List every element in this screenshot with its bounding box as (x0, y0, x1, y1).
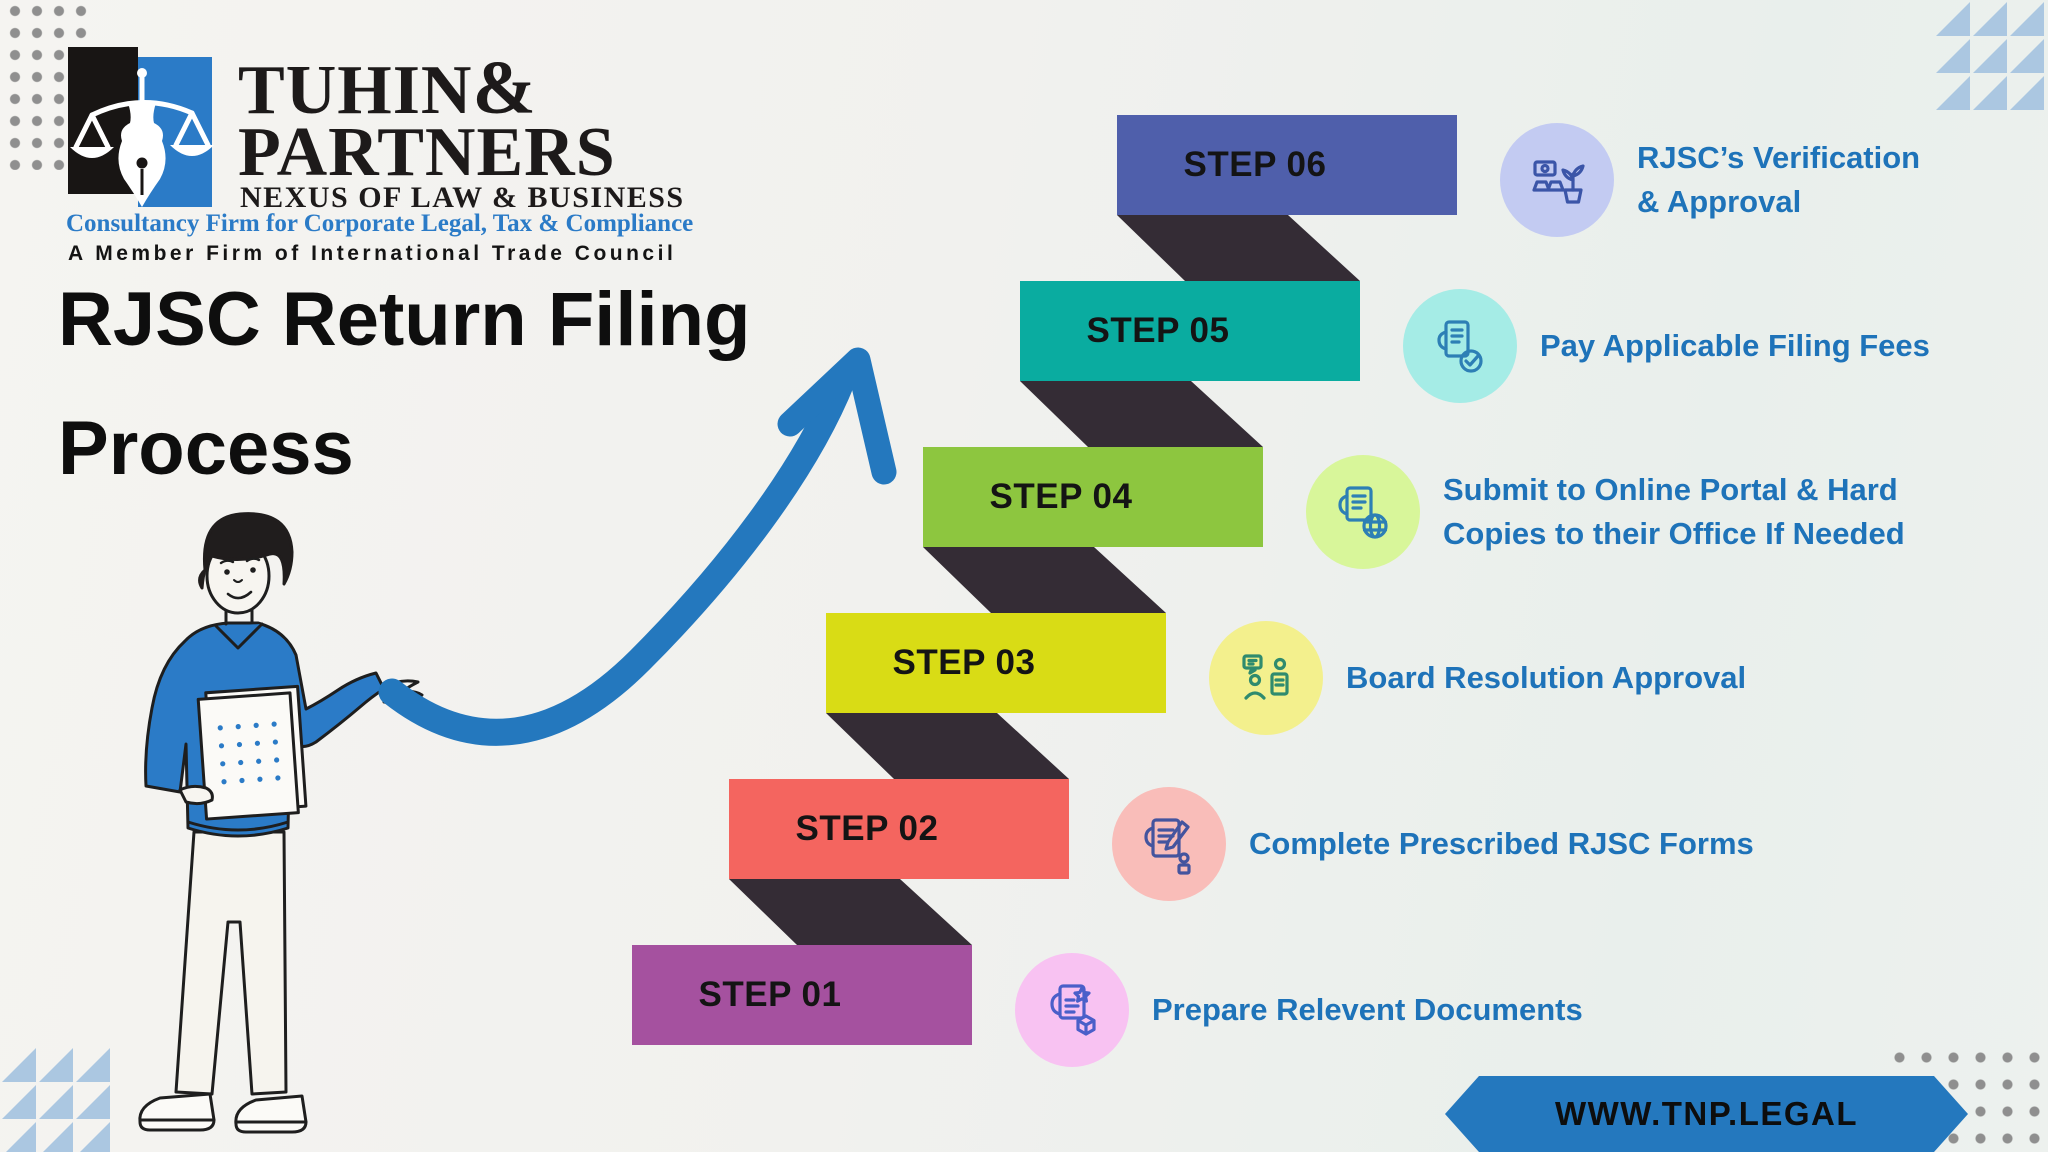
verification-growth-icon (1500, 123, 1614, 237)
brand-ampersand: & (472, 46, 537, 130)
invoice-check-icon (1403, 289, 1517, 403)
step-04-label: STEP 04 (989, 477, 1133, 516)
step-05-bar: STEP 05 (1020, 281, 1360, 381)
step-05-description: Pay Applicable Filing Fees (1540, 327, 1930, 363)
website-url: WWW.TNP.LEGAL (1554, 1095, 1859, 1132)
step-02-description: Complete Prescribed RJSC Forms (1249, 825, 1754, 861)
document-globe-icon (1306, 455, 1420, 569)
step-02-bar: STEP 02 (729, 779, 1069, 879)
brand-name-line2: PARTNERS (238, 114, 616, 191)
brand-logo (68, 47, 230, 217)
step-04-description: Submit to Online Portal & Hard Copies to… (1443, 471, 1905, 551)
form-pencil-icon (1112, 787, 1226, 901)
brand-tagline: NEXUS OF LAW & BUSINESS (240, 181, 685, 214)
page-title-line2: Process (58, 406, 354, 491)
step-03-bar: STEP 03 (826, 613, 1166, 713)
page-title: RJSC Return Filing Process (58, 282, 750, 487)
page-title-line1: RJSC Return Filing (58, 277, 751, 362)
step-06-bar: STEP 06 (1117, 115, 1457, 215)
step-01-label: STEP 01 (698, 975, 842, 1014)
step-02-label: STEP 02 (795, 809, 939, 848)
triangle-pattern-bottom-left (2, 1048, 110, 1152)
brand-name-top: TUHIN (238, 52, 473, 129)
board-meeting-icon (1209, 621, 1323, 735)
website-banner[interactable]: WWW.TNP.LEGAL (1445, 1076, 1968, 1152)
step-04-bar: STEP 04 (923, 447, 1263, 547)
step-01-bar: STEP 01 (632, 945, 972, 1045)
step-05-label: STEP 05 (1086, 311, 1230, 350)
step-03-label: STEP 03 (892, 643, 1036, 682)
step-06-description: RJSC’s Verification & Approval (1637, 139, 1921, 219)
document-star-cube-icon (1015, 953, 1129, 1067)
brand-name-line1: TUHIN& (238, 50, 537, 126)
scales-of-justice-pen-icon (70, 68, 214, 207)
step-01-description: Prepare Relevent Documents (1152, 991, 1583, 1027)
triangle-pattern-top-right (1936, 2, 2044, 110)
brand-descriptor: Consultancy Firm for Corporate Legal, Ta… (66, 210, 694, 237)
step-03-description: Board Resolution Approval (1346, 659, 1747, 695)
brand-membership: A Member Firm of International Trade Cou… (68, 242, 677, 265)
step-06-label: STEP 06 (1183, 145, 1327, 184)
